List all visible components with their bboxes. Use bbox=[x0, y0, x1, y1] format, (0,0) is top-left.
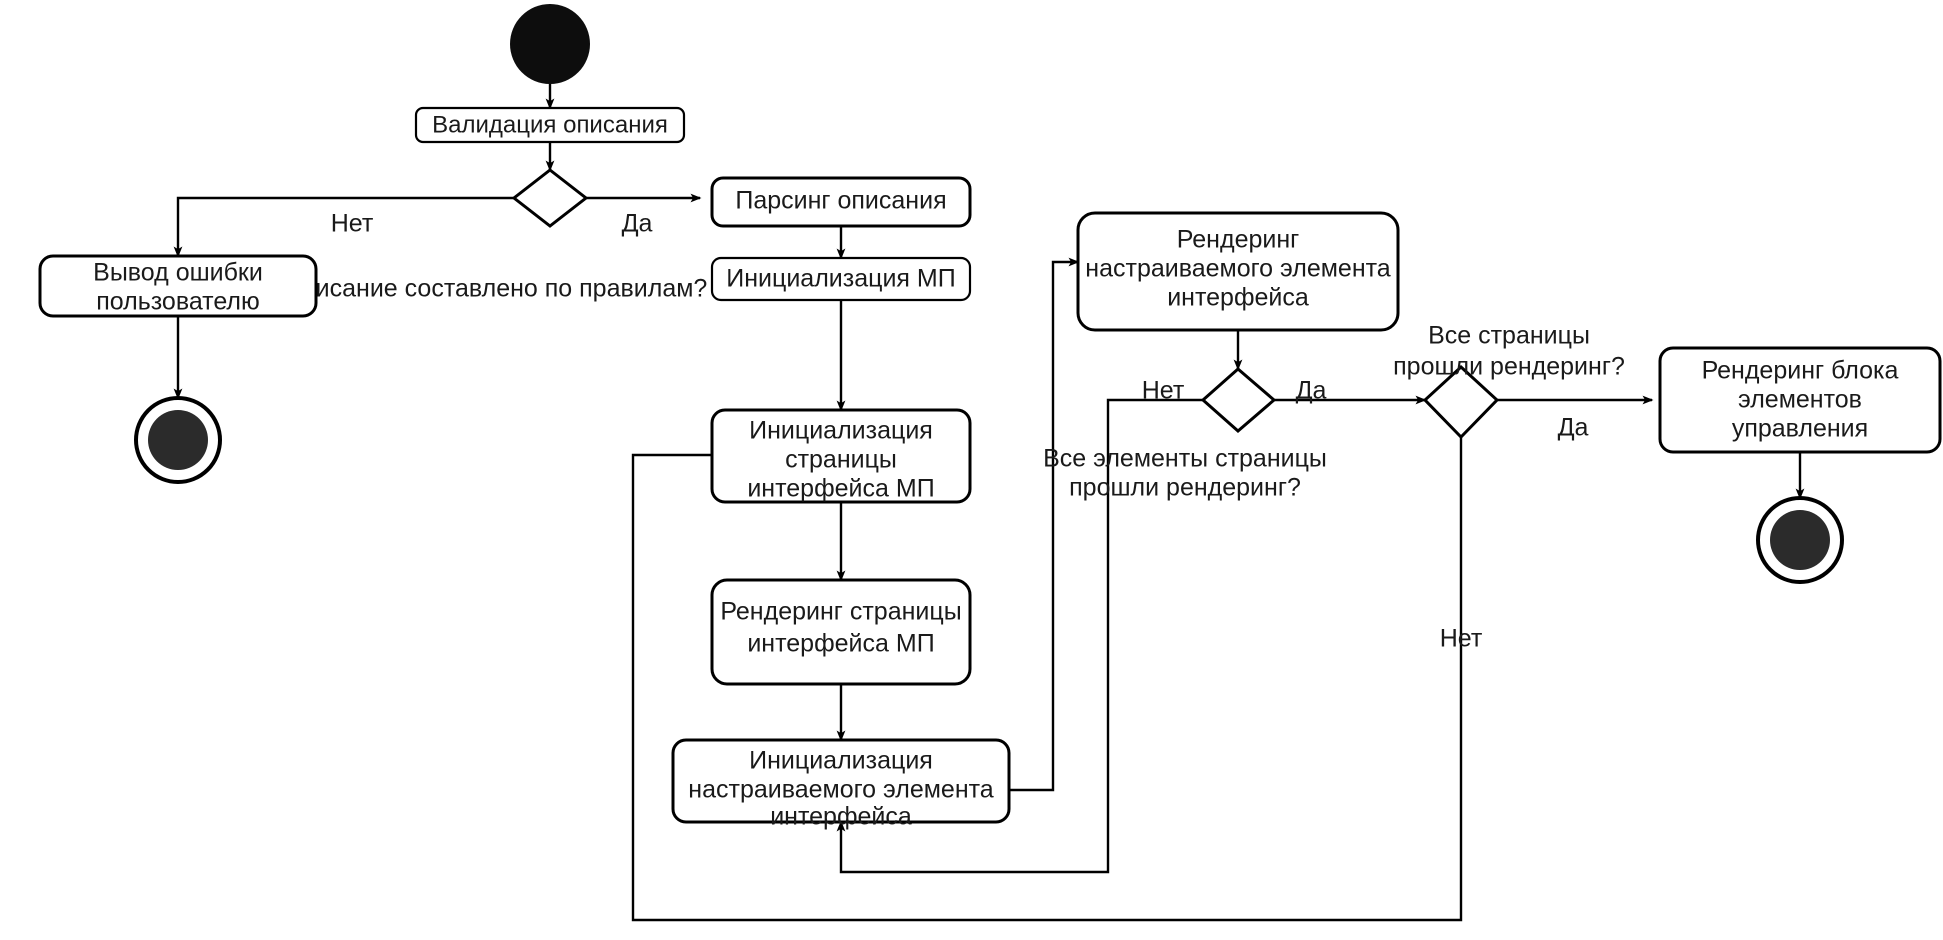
guard-label-elements-line1: Все элементы страницы bbox=[1043, 445, 1327, 473]
node-end-error bbox=[134, 396, 222, 484]
parsing-label: Парсинг описания bbox=[735, 187, 946, 215]
render-element-box bbox=[1076, 211, 1400, 332]
render-page-box bbox=[710, 578, 972, 686]
init-page-box bbox=[710, 408, 972, 504]
final-node-core-error bbox=[148, 410, 208, 470]
node-render-element: Рендеринг настраиваемого элемента интерф… bbox=[1076, 211, 1400, 332]
validation-box bbox=[414, 106, 686, 144]
render-element-label-line3: интерфейса bbox=[1167, 284, 1309, 312]
node-init-mp: Инициализация МП bbox=[710, 256, 972, 302]
edge-decision-elements-no bbox=[836, 398, 1203, 874]
render-element-label-line2: настраиваемого элемента bbox=[1085, 255, 1391, 283]
node-decision-rules bbox=[511, 168, 589, 228]
edge-label-pages-yes: Да bbox=[1558, 414, 1589, 442]
render-controls-box bbox=[1658, 346, 1942, 454]
edge-label-pages-no: Нет bbox=[1440, 625, 1483, 653]
node-error-output: Вывод ошибки пользователю bbox=[38, 254, 318, 318]
init-element-label-line2: настраиваемого элемента bbox=[688, 776, 994, 804]
render-page-label-line1: Рендеринг страницы bbox=[720, 598, 961, 626]
guard-label-elements-line2: прошли рендеринг? bbox=[1069, 474, 1301, 502]
node-decision-elements bbox=[1200, 367, 1277, 433]
init-mp-label: Инициализация МП bbox=[726, 265, 955, 293]
error-output-box bbox=[38, 254, 318, 318]
edge-label-rules-yes: Да bbox=[622, 210, 653, 238]
decision-rules-diamond bbox=[511, 168, 589, 228]
initial-node-circle bbox=[510, 4, 590, 84]
init-page-label-line1: Инициализация bbox=[749, 417, 933, 445]
render-controls-label-line1: Рендеринг блока bbox=[1702, 357, 1899, 385]
decision-pages-diamond bbox=[1422, 364, 1500, 440]
edge-label-rules-no: Нет bbox=[331, 210, 374, 238]
render-controls-label-line3: управления bbox=[1732, 415, 1868, 443]
error-output-label-line2: пользователю bbox=[96, 288, 260, 316]
decision-elements-diamond bbox=[1200, 367, 1277, 433]
init-page-label-line2: страницы bbox=[785, 446, 897, 474]
render-page-label-line2: интерфейса МП bbox=[747, 630, 934, 658]
init-mp-box bbox=[710, 256, 972, 302]
parsing-box bbox=[710, 176, 972, 228]
edge-init-element-to-render-element bbox=[1009, 257, 1080, 792]
node-init-element: Инициализация настраиваемого элемента ин… bbox=[671, 738, 1011, 831]
node-parsing: Парсинг описания bbox=[710, 176, 972, 228]
init-element-label-line1: Инициализация bbox=[749, 747, 933, 775]
error-output-label-line1: Вывод ошибки bbox=[93, 259, 263, 287]
guard-label-pages-line1: Все страницы bbox=[1428, 322, 1590, 350]
init-element-box bbox=[671, 738, 1011, 824]
edge-label-elements-yes: Да bbox=[1296, 377, 1327, 405]
final-node-core-success bbox=[1770, 510, 1830, 570]
guard-label-rules: Описание составлено по правилам? bbox=[283, 275, 708, 303]
node-init-page: Инициализация страницы интерфейса МП bbox=[710, 408, 972, 504]
render-element-label-line1: Рендеринг bbox=[1177, 226, 1300, 254]
guard-label-pages-line2: прошли рендеринг? bbox=[1393, 353, 1625, 381]
edge-label-elements-no: Нет bbox=[1142, 377, 1185, 405]
edge-decision-pages-no bbox=[631, 437, 1463, 922]
node-end-success bbox=[1756, 496, 1844, 584]
init-element-label-line3: интерфейса bbox=[770, 803, 912, 831]
node-validation: Валидация описания bbox=[414, 106, 686, 144]
edge-decision-rules-no bbox=[173, 196, 514, 258]
render-controls-label-line2: элементов bbox=[1738, 386, 1862, 414]
node-render-controls: Рендеринг блока элементов управления bbox=[1658, 346, 1942, 454]
node-render-page: Рендеринг страницы интерфейса МП bbox=[710, 578, 972, 686]
validation-label: Валидация описания bbox=[432, 111, 668, 138]
init-page-label-line3: интерфейса МП bbox=[747, 475, 934, 503]
node-decision-pages bbox=[1422, 364, 1500, 440]
node-start bbox=[510, 4, 590, 84]
